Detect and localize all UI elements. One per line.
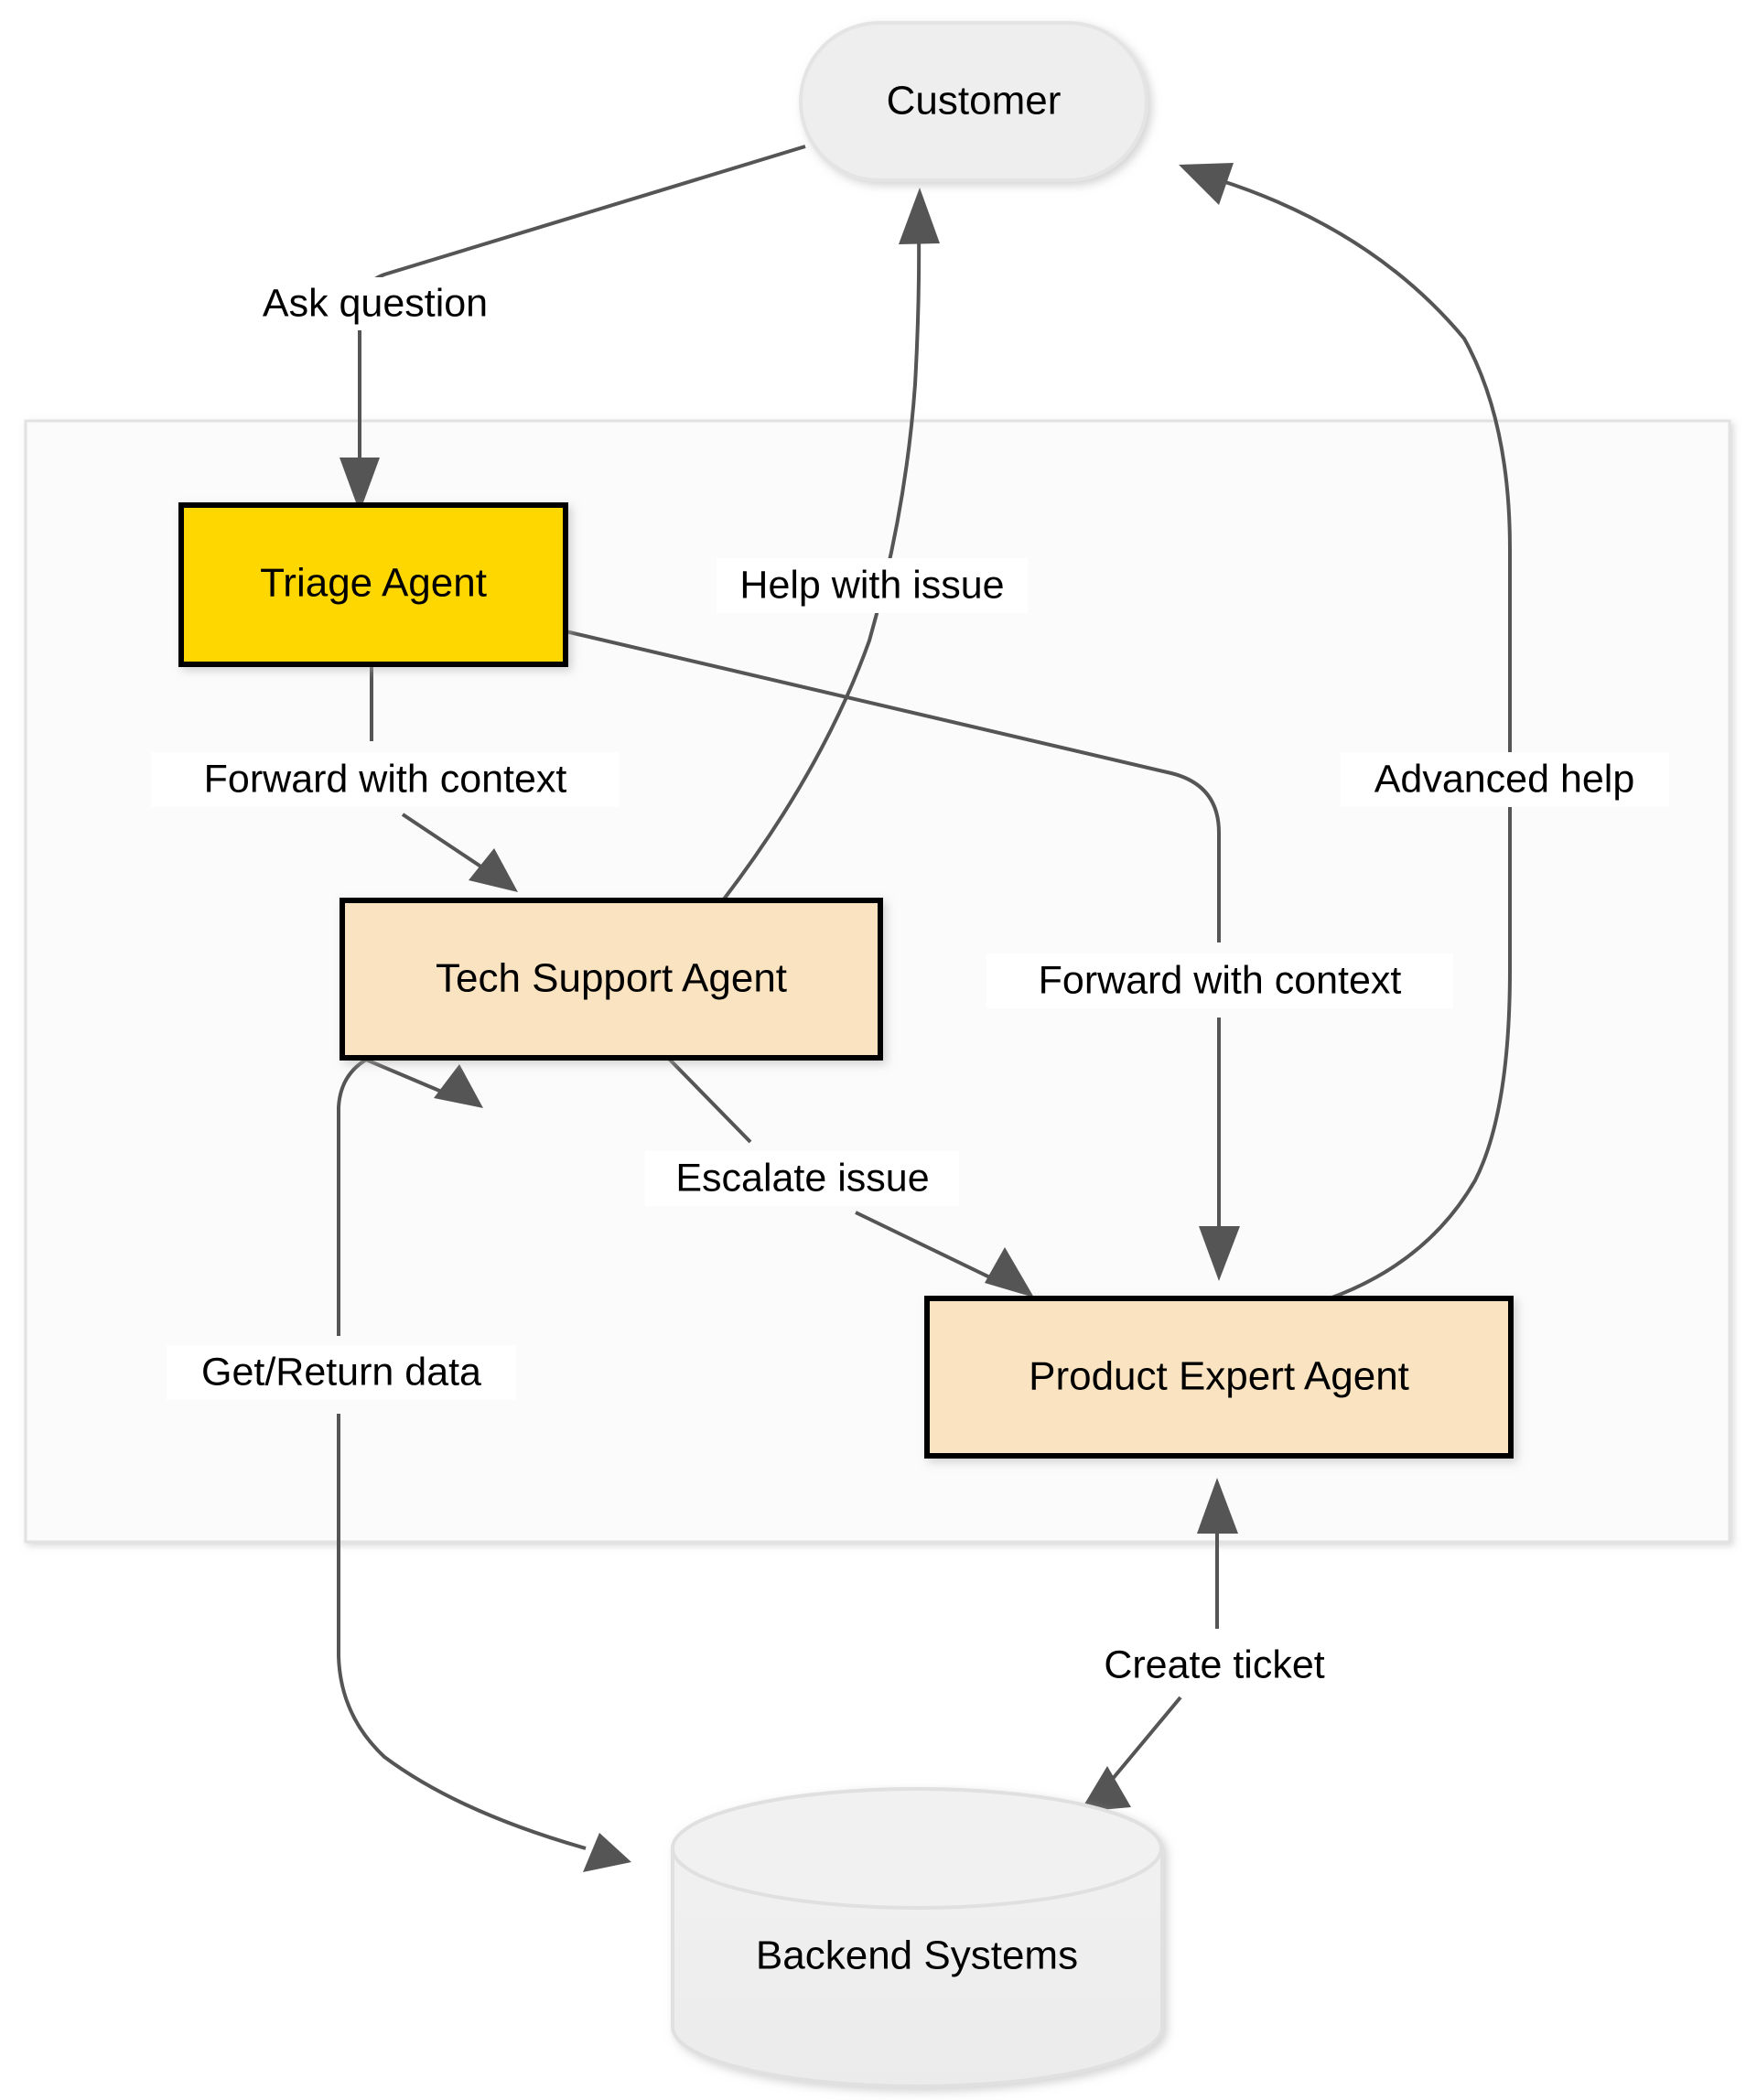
- edge-path-help-with-issue: [721, 228, 922, 902]
- node-tech-support-agent-shape[interactable]: [340, 898, 883, 1061]
- node-customer[interactable]: Customer: [799, 21, 1148, 182]
- edge-product-expert-to-customer: [1179, 163, 1512, 1300]
- arrowhead-icon-down: [1080, 1766, 1131, 1812]
- edge-label-ask-question: Ask question: [232, 277, 519, 330]
- node-triage-agent[interactable]: Triage Agent: [178, 502, 568, 667]
- edge-triage-to-tech-support: [370, 664, 518, 892]
- edge-path-advanced-help: [1216, 178, 1512, 1300]
- arrowhead-icon-up: [1197, 1478, 1238, 1534]
- edge-label-text: Forward with context: [204, 757, 567, 801]
- node-product-expert-agent-shape[interactable]: [924, 1296, 1514, 1459]
- edge-path-forward-context-1: [370, 664, 487, 871]
- node-backend-systems-label: Backend Systems: [756, 1933, 1078, 1978]
- node-tech-support-agent-label: Tech Support Agent: [436, 956, 787, 1001]
- edge-label-escalate-issue: Escalate issue: [645, 1151, 959, 1206]
- node-product-expert-agent[interactable]: Product Expert Agent: [924, 1296, 1514, 1459]
- arrowhead-icon: [469, 848, 518, 892]
- arrowhead-icon: [340, 458, 380, 512]
- edge-label-bg: [167, 1345, 516, 1400]
- edge-label-text: Escalate issue: [675, 1156, 929, 1200]
- edge-label-bg: [645, 1151, 959, 1206]
- edge-label-bg: [986, 953, 1453, 1008]
- edge-tech-support-to-backend-down: [337, 1414, 631, 1872]
- edge-path-get-return-data-down: [337, 1414, 587, 1850]
- node-backend-systems-body[interactable]: [671, 1847, 1164, 2089]
- edge-label-advanced-help: Advanced help: [1341, 752, 1669, 807]
- arrowhead-icon: [899, 188, 940, 244]
- edge-path-forward-context-2: [565, 630, 1221, 1240]
- arrowhead-icon: [434, 1064, 483, 1108]
- arrowhead-icon: [1179, 163, 1234, 205]
- node-customer-label: Customer: [887, 79, 1062, 124]
- edge-label-bg: [1341, 752, 1669, 807]
- edge-product-expert-to-backend: [1080, 1478, 1238, 1812]
- node-backend-systems[interactable]: Backend Systems: [671, 1787, 1164, 2089]
- edge-label-bg: [1077, 1638, 1352, 1693]
- edge-label-text: Advanced help: [1374, 757, 1635, 801]
- edge-label-text: Help with issue: [739, 563, 1004, 607]
- edge-label-text: Ask question: [263, 281, 488, 325]
- arrowhead-icon: [985, 1247, 1034, 1298]
- edge-path-create-ticket: [1110, 1519, 1219, 1782]
- edge-label-text: Get/Return data: [201, 1350, 481, 1394]
- node-backend-systems-top: [671, 1787, 1163, 1910]
- arrowhead-icon: [583, 1833, 631, 1872]
- edge-tech-support-to-customer: [721, 188, 940, 902]
- edge-label-create-ticket: Create ticket: [1077, 1638, 1352, 1693]
- edge-label-text: Forward with context: [1039, 958, 1402, 1002]
- edge-label-bg: [232, 277, 519, 330]
- edge-label-help-with-issue: Help with issue: [717, 558, 1028, 613]
- edge-tech-support-to-product-expert: [666, 1056, 1034, 1298]
- edge-label-forward-with-context-2: Forward with context: [986, 953, 1453, 1008]
- edge-label-text: Create ticket: [1104, 1642, 1324, 1686]
- node-product-expert-agent-label: Product Expert Agent: [1029, 1354, 1409, 1399]
- arrowhead-icon: [1199, 1226, 1240, 1281]
- node-customer-shape[interactable]: [799, 21, 1148, 182]
- edge-path-escalate-issue: [666, 1056, 998, 1283]
- edge-label-bg: [151, 752, 620, 807]
- edge-triage-to-product-expert: [565, 630, 1240, 1281]
- edge-label-get-return-data: Get/Return data: [167, 1345, 516, 1400]
- node-tech-support-agent[interactable]: Tech Support Agent: [340, 898, 883, 1061]
- node-triage-agent-shape[interactable]: [178, 502, 568, 667]
- edge-label-bg: [717, 558, 1028, 613]
- edge-label-forward-with-context-1: Forward with context: [151, 752, 620, 807]
- node-triage-agent-label: Triage Agent: [260, 561, 487, 606]
